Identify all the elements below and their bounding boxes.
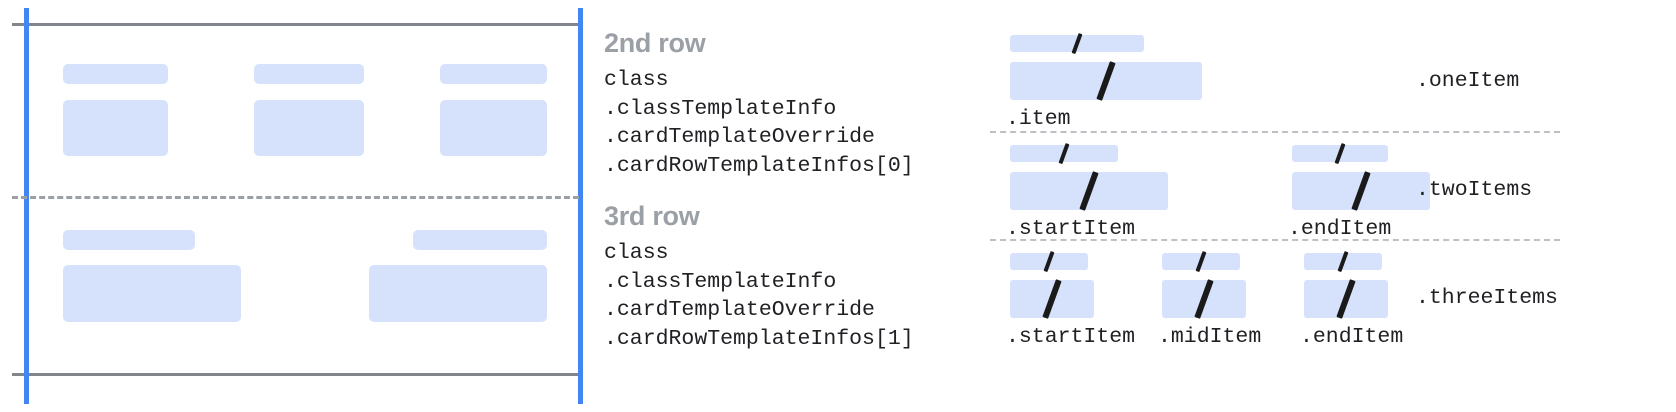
slash-icon — [1079, 171, 1099, 211]
item-slot-title-bar — [1010, 33, 1144, 54]
slash-icon — [1071, 33, 1082, 54]
second-row-line-0: class — [604, 68, 669, 92]
third-row-description: 3rd row class .classTemplateInfo .cardTe… — [604, 203, 914, 353]
mid-item-slot-body-bar — [1162, 279, 1246, 319]
variant-separator-2 — [990, 239, 1560, 241]
slash-icon — [1042, 279, 1062, 319]
third-row-line-3: .cardRowTemplateInfos[1] — [604, 326, 914, 351]
variant-separator-1 — [990, 131, 1560, 133]
second-row-title: 2nd row — [604, 28, 706, 58]
top-boundary-rule — [12, 23, 579, 26]
second-row-line-3: .cardRowTemplateInfos[0] — [604, 153, 914, 178]
start-item-slot-title-bar — [1010, 251, 1088, 272]
slash-icon — [1195, 251, 1206, 272]
row3-col2-block — [369, 265, 547, 322]
end-item-slot-label: .endItem — [1288, 217, 1392, 241]
mid-item-slot-label: .midItem — [1158, 325, 1262, 349]
end-item-slot-body-bar — [1292, 171, 1430, 211]
slash-icon — [1096, 61, 1116, 101]
slash-icon — [1334, 143, 1345, 164]
card-row-template-diagram — [0, 0, 592, 412]
bottom-boundary-rule — [12, 373, 579, 376]
row2-col2-label — [254, 64, 364, 84]
row2-col1-block — [63, 100, 168, 156]
start-item-slot-body-bar — [1010, 279, 1094, 319]
start-item-slot-body-bar — [1010, 171, 1168, 211]
row-layout-variants-panel: .item .startItem .endItem .startItem .midIte… — [986, 0, 1676, 412]
row2-col3-label — [440, 64, 547, 84]
row3-col1-label — [63, 230, 195, 250]
mid-item-slot-title-bar — [1162, 251, 1240, 272]
row2-col1-label — [63, 64, 168, 84]
three-items-variant-label: .threeItems — [1416, 286, 1558, 310]
slash-icon — [1336, 279, 1356, 319]
slash-icon — [1351, 171, 1371, 211]
row-divider-dashed-line — [12, 196, 579, 199]
second-row-description: 2nd row class .classTemplateInfo .cardTe… — [604, 30, 914, 180]
end-item-slot-title-bar — [1304, 251, 1382, 272]
slash-icon — [1058, 143, 1069, 164]
row2-col2-block — [254, 100, 364, 156]
item-slot-label: .item — [1006, 107, 1071, 131]
two-items-variant-label: .twoItems — [1416, 178, 1533, 202]
second-row-line-1: .classTemplateInfo — [604, 96, 837, 121]
slash-icon — [1194, 279, 1214, 319]
start-item-slot-title-bar — [1010, 143, 1118, 164]
end-item-slot-title-bar — [1292, 143, 1388, 164]
third-row-line-1: .classTemplateInfo — [604, 269, 837, 294]
one-item-variant-label: .oneItem — [1416, 69, 1520, 93]
third-row-title: 3rd row — [604, 201, 700, 231]
start-item-slot-label: .startItem — [1006, 217, 1136, 241]
second-row-line-2: .cardTemplateOverride — [604, 125, 875, 149]
end-item-slot-label: .endItem — [1300, 325, 1404, 349]
slash-icon — [1337, 251, 1348, 272]
row3-col2-label — [413, 230, 547, 250]
third-row-line-2: .cardTemplateOverride — [604, 298, 875, 322]
start-item-slot-label: .startItem — [1006, 325, 1136, 349]
left-vertical-guide — [24, 8, 29, 404]
row3-col1-block — [63, 265, 241, 322]
end-item-slot-body-bar — [1304, 279, 1388, 319]
third-row-line-0: class — [604, 241, 669, 265]
item-slot-body-bar — [1010, 61, 1202, 101]
slash-icon — [1043, 251, 1054, 272]
right-vertical-guide — [578, 8, 583, 404]
row2-col3-block — [440, 100, 547, 156]
